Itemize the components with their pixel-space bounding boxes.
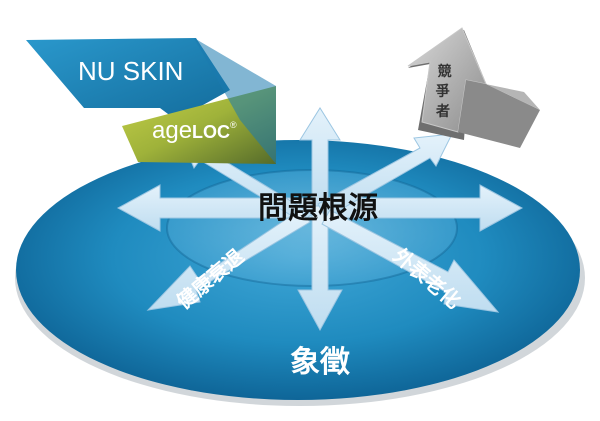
wedge-fold bbox=[194, 38, 276, 164]
ageloc-suffix: LOC bbox=[192, 122, 230, 142]
competitor-char-2: 爭 bbox=[436, 83, 450, 100]
nu-skin-wedge bbox=[26, 38, 230, 120]
ageloc-logo-text: ageLOC® bbox=[152, 117, 237, 144]
competitor-char-1: 競 bbox=[438, 63, 452, 80]
ageloc-registered: ® bbox=[230, 120, 237, 130]
competitor-base bbox=[458, 80, 540, 148]
center-label: 問題根源 bbox=[258, 191, 378, 226]
arrow-left bbox=[116, 184, 301, 232]
arrow-up-right bbox=[317, 133, 453, 219]
ageloc-prefix: age bbox=[152, 117, 192, 144]
competitor-base-top bbox=[466, 80, 540, 110]
competitor-char-3: 者 bbox=[436, 104, 450, 120]
arrow-down-left bbox=[146, 209, 311, 311]
nu-skin-logo-text: NU SKIN bbox=[78, 56, 183, 86]
bottom-label: 象徵 bbox=[290, 345, 350, 380]
arrow-down-right bbox=[321, 209, 500, 313]
competitor-label: 競 爭 者 bbox=[436, 63, 457, 120]
